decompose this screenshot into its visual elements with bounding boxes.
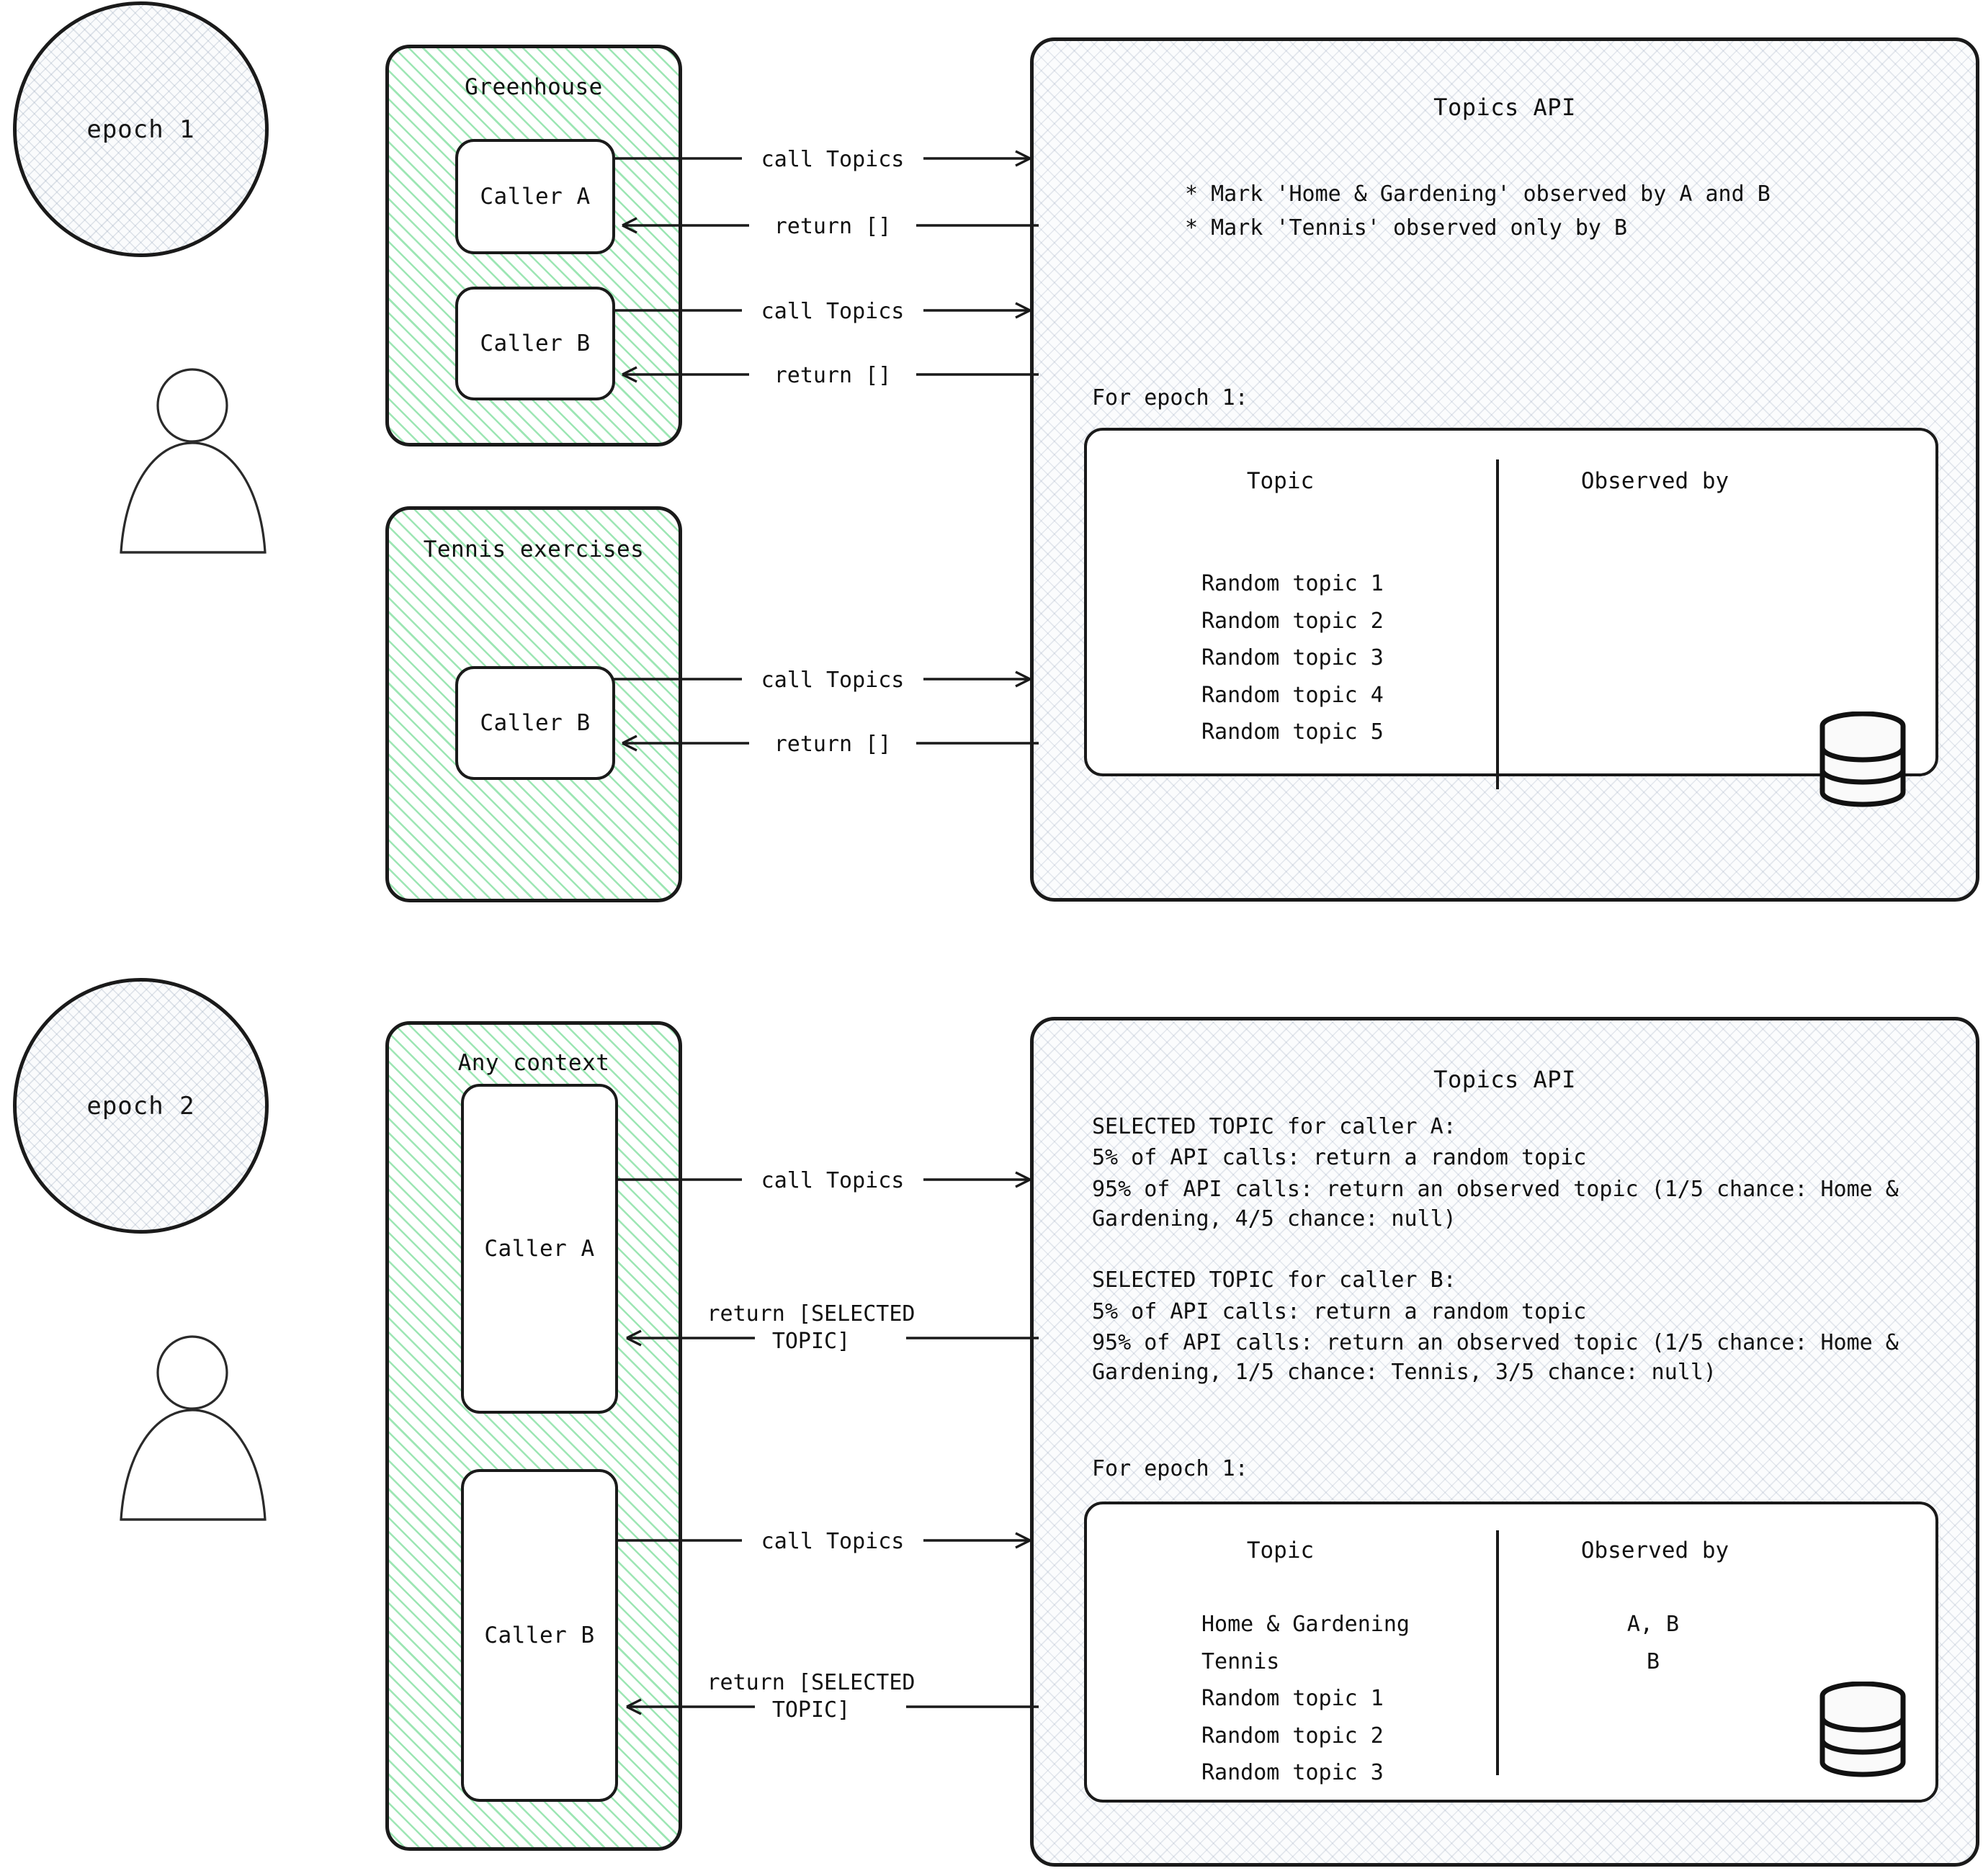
api-bullet-1: * Mark 'Home & Gardening' observed by A … xyxy=(1185,181,1771,207)
arrow-label-call-any-a: call Topics xyxy=(742,1167,923,1195)
database-cylinder-icon xyxy=(1819,712,1906,807)
arrow-label-return-gh-a: return [] xyxy=(749,213,916,241)
caller-label: Caller A xyxy=(480,184,591,210)
arrow-label-call-any-b: call Topics xyxy=(742,1528,923,1556)
epoch2-topics-table xyxy=(1084,1502,1938,1803)
caller-box-any-b[interactable]: Caller B xyxy=(461,1469,618,1802)
table-header-observed-by: Observed by xyxy=(1580,468,1729,494)
caller-box-greenhouse-a[interactable]: Caller A xyxy=(455,139,615,254)
epoch-1-circle: epoch 1 xyxy=(13,1,269,257)
caller-label: Caller B xyxy=(484,1623,595,1648)
selected-topic-caller-a-rule-2: 95% of API calls: return an observed top… xyxy=(1092,1177,1899,1231)
database-cylinder-icon xyxy=(1819,1682,1906,1777)
epoch-2-label: epoch 2 xyxy=(86,1091,195,1121)
caller-box-tennis-b[interactable]: Caller B xyxy=(455,666,615,780)
arrow-label-return-any-a: return [SELECTED TOPIC] xyxy=(707,1301,916,1354)
table-topic-column: Home & Gardening Tennis Random topic 1 R… xyxy=(1201,1612,1410,1786)
arrow-label-return-gh-b: return [] xyxy=(749,362,916,390)
table-column-divider xyxy=(1496,1530,1499,1775)
table-header-topic: Topic xyxy=(1246,468,1315,494)
for-epoch-label-1: For epoch 1: xyxy=(1092,385,1248,410)
caller-box-any-a[interactable]: Caller A xyxy=(461,1084,618,1414)
selected-topic-caller-b-heading: SELECTED TOPIC for caller B: xyxy=(1092,1267,1456,1293)
topics-api-title: Topics API xyxy=(1433,94,1576,121)
table-header-topic: Topic xyxy=(1246,1538,1315,1563)
table-column-divider xyxy=(1496,459,1499,789)
selected-topic-caller-b-rule-1: 5% of API calls: return a random topic xyxy=(1092,1299,1587,1324)
context-any-context-title: Any context xyxy=(457,1050,610,1076)
table-header-observed-by: Observed by xyxy=(1580,1538,1729,1563)
caller-label: Caller B xyxy=(480,331,591,356)
arrow-label-return-any-b: return [SELECTED TOPIC] xyxy=(707,1670,916,1723)
arrow-return-any-a xyxy=(626,1329,1039,1347)
table-observed-column: A, B B xyxy=(1626,1612,1680,1674)
person-icon xyxy=(120,368,267,554)
caller-label: Caller B xyxy=(480,710,591,736)
selected-topic-caller-a-heading: SELECTED TOPIC for caller A: xyxy=(1092,1114,1456,1139)
caller-label: Caller A xyxy=(484,1236,595,1262)
arrow-return-any-b xyxy=(626,1698,1039,1715)
arrow-label-call-tennis-b: call Topics xyxy=(742,667,923,694)
api-bullet-2: * Mark 'Tennis' observed only by B xyxy=(1185,215,1628,241)
topics-api-title: Topics API xyxy=(1433,1066,1576,1093)
caller-box-greenhouse-b[interactable]: Caller B xyxy=(455,287,615,400)
arrow-label-return-tennis-b: return [] xyxy=(749,731,916,758)
table-topic-column: Random topic 1 Random topic 2 Random top… xyxy=(1201,571,1384,745)
epoch1-topics-table xyxy=(1084,428,1938,776)
selected-topic-caller-a-rule-1: 5% of API calls: return a random topic xyxy=(1092,1145,1587,1170)
context-tennis-exercises-title: Tennis exercises xyxy=(423,537,645,562)
epoch-2-circle: epoch 2 xyxy=(13,978,269,1234)
selected-topic-caller-b-rule-2: 95% of API calls: return an observed top… xyxy=(1092,1330,1899,1385)
epoch-1-label: epoch 1 xyxy=(86,115,195,144)
context-greenhouse-title: Greenhouse xyxy=(465,74,603,100)
arrow-label-call-gh-b: call Topics xyxy=(742,298,923,326)
arrow-label-call-gh-a: call Topics xyxy=(742,146,923,174)
person-icon xyxy=(120,1335,267,1521)
for-epoch-label-2: For epoch 1: xyxy=(1092,1456,1248,1481)
